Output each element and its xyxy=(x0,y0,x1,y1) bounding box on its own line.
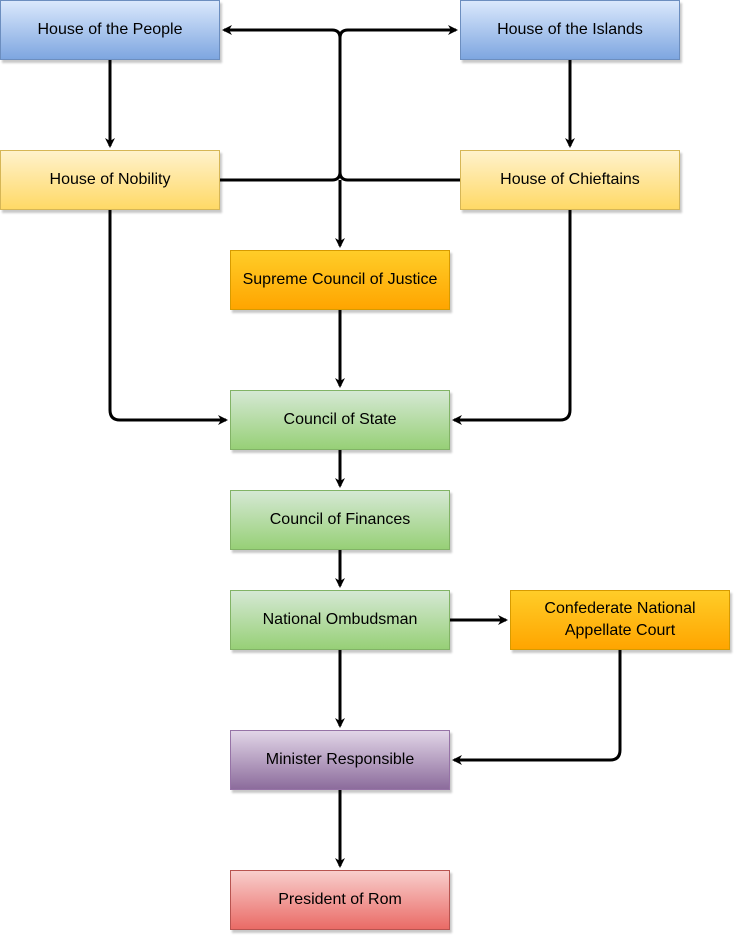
node-house-of-chieftains[interactable]: House of Chieftains xyxy=(460,150,680,210)
connector-chieftains-to-council-of-state xyxy=(452,210,572,425)
node-house-of-nobility[interactable]: House of Nobility xyxy=(0,150,220,210)
connector-chieftains-to-people xyxy=(222,25,460,182)
node-council-of-state[interactable]: Council of State xyxy=(230,390,450,450)
node-label: House of Nobility xyxy=(49,171,171,188)
connector-nobility-to-islands xyxy=(220,25,458,182)
node-council-of-finances[interactable]: Council of Finances xyxy=(230,490,450,550)
node-label: Minister Responsible xyxy=(265,751,415,768)
node-president-of-rom[interactable]: President of Rom xyxy=(230,870,450,930)
node-label: House of the Islands xyxy=(497,21,643,38)
node-supreme-council-of-justice[interactable]: Supreme Council of Justice xyxy=(230,250,450,310)
node-label: Supreme Council of Justice xyxy=(242,271,438,288)
node-label: House of Chieftains xyxy=(500,171,640,188)
node-label: President of Rom xyxy=(278,891,402,908)
node-label: Council of State xyxy=(283,411,397,428)
node-minister-responsible[interactable]: Minister Responsible xyxy=(230,730,450,790)
node-label: National Ombudsman xyxy=(262,611,418,628)
node-label: House of the People xyxy=(37,21,183,38)
node-confederate-national-appellate-court[interactable]: Confederate National Appellate Court xyxy=(510,590,730,650)
node-national-ombudsman[interactable]: National Ombudsman xyxy=(230,590,450,650)
node-label: Confederate National Appellate Court xyxy=(544,600,696,639)
node-house-of-the-people[interactable]: House of the People xyxy=(0,0,220,60)
connector-nobility-to-council-of-state xyxy=(108,210,228,425)
node-label: Council of Finances xyxy=(269,511,411,528)
connector-appellate-court-to-minister xyxy=(452,650,622,765)
node-house-of-the-islands[interactable]: House of the Islands xyxy=(460,0,680,60)
